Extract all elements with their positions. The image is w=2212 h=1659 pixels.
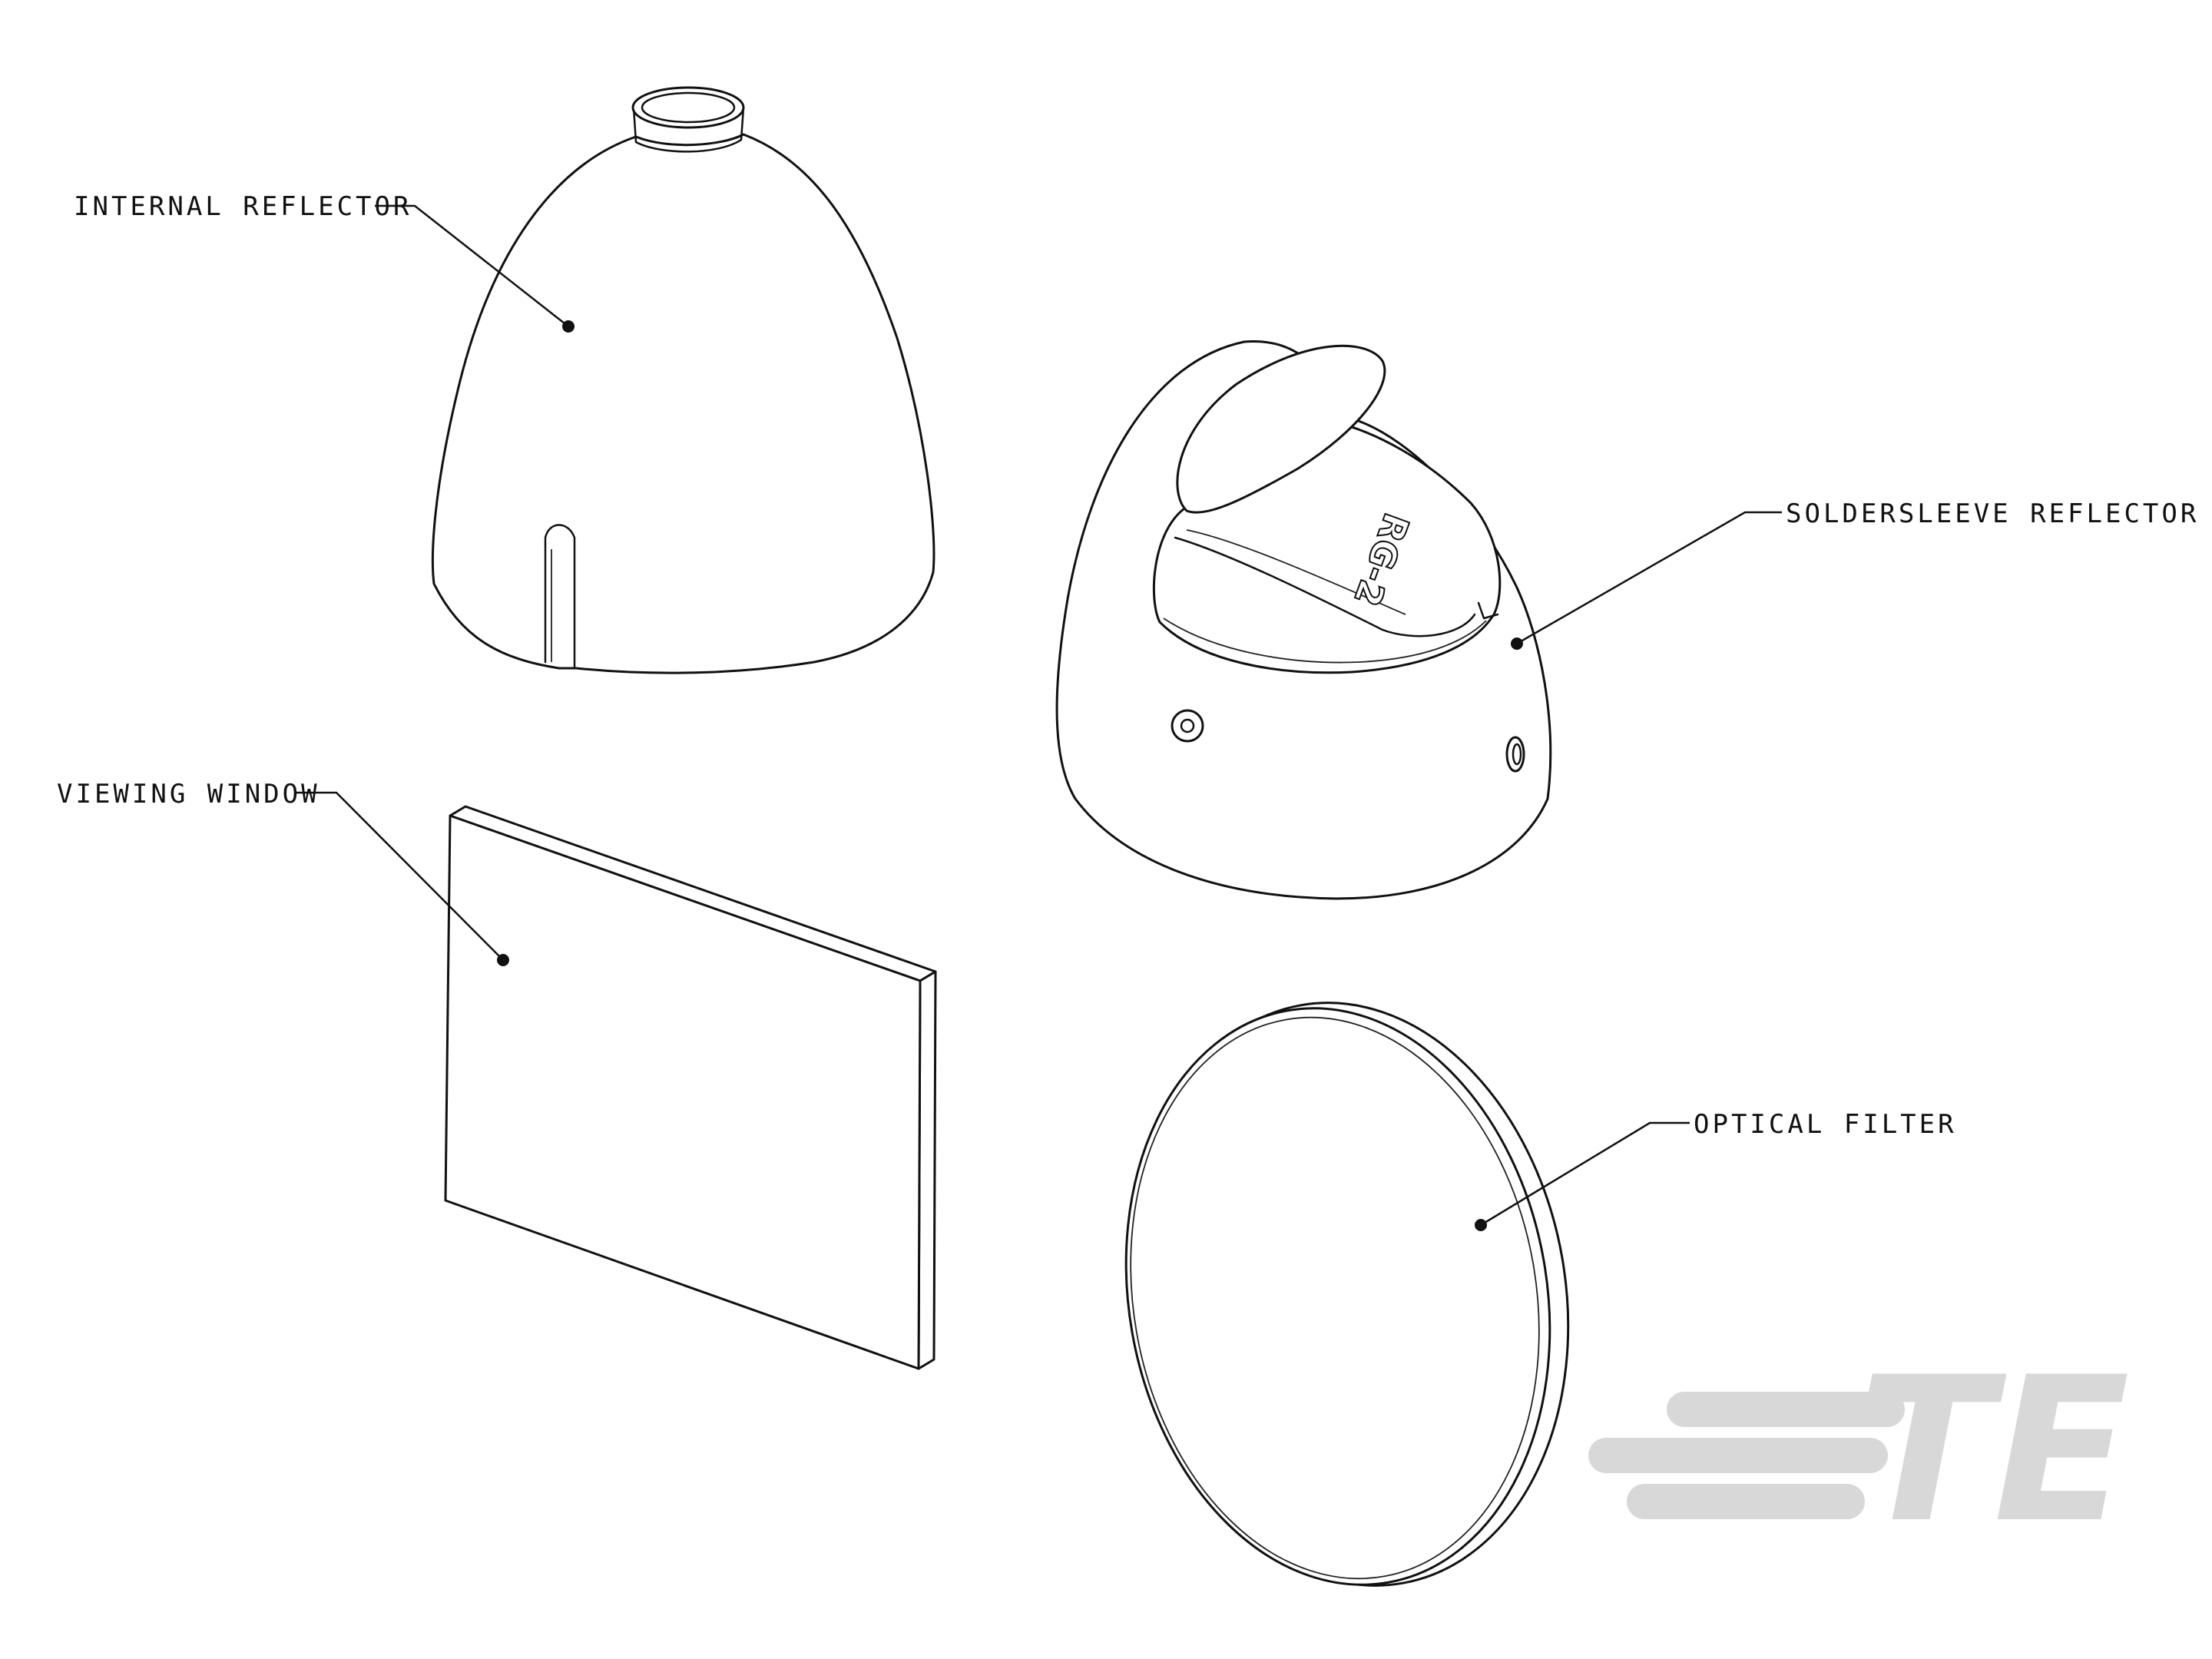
te-logo: TE: [1588, 1335, 2130, 1567]
soldersleeve-hole-left-inner: [1180, 718, 1195, 733]
optical-filter: OPTICAL FILTER: [1124, 1002, 1957, 1587]
soldersleeve-inner-rim: [1163, 618, 1487, 664]
optical-filter-face: [1124, 1007, 1551, 1586]
internal-reflector-body: [431, 133, 935, 674]
optical-filter-leader: [1480, 1121, 1690, 1227]
soldersleeve-reflector-flap: [1176, 344, 1386, 514]
te-logo-bar-middle: [1588, 1438, 1888, 1473]
te-logo-bar-bottom: [1627, 1484, 1865, 1519]
soldersleeve-inner-ledge: [1174, 536, 1476, 637]
internal-reflector-leader: [375, 204, 569, 327]
soldersleeve-inner-ledge-2: [1186, 529, 1406, 615]
soldersleeve-reflector-label: SOLDERSLEEVE REFLECTOR: [1786, 498, 2199, 529]
soldersleeve-rim-notch: [1477, 601, 1499, 620]
soldersleeve-reflector-leader-dot: [1511, 637, 1523, 650]
soldersleeve-hole-right-inner: [1512, 743, 1522, 766]
soldersleeve-reflector: RG-2 SOLDERSLEEVE REFLECTOR: [1055, 339, 2199, 900]
viewing-window-leader-dot: [497, 954, 509, 966]
viewing-window-leader: [296, 791, 504, 961]
optical-filter-leader-dot: [1475, 1219, 1487, 1231]
viewing-window: VIEWING WINDOW: [57, 779, 937, 1370]
internal-reflector-leader-dot: [562, 320, 575, 333]
soldersleeve-hole-left: [1171, 709, 1204, 743]
internal-reflector-slot: [544, 524, 576, 670]
internal-reflector-label: INTERNAL REFLECTOR: [74, 191, 412, 222]
internal-reflector-collar-top: [631, 86, 745, 129]
te-logo-wordmark: TE: [1857, 1335, 2130, 1567]
internal-reflector: INTERNAL REFLECTOR: [74, 86, 935, 674]
optical-filter-rim-inner: [1130, 1016, 1540, 1580]
te-logo-bar-top: [1667, 1392, 1905, 1427]
viewing-window-label: VIEWING WINDOW: [57, 779, 320, 810]
viewing-window-face: [444, 814, 922, 1370]
optical-filter-label: OPTICAL FILTER: [1694, 1109, 1957, 1140]
internal-reflector-collar-inner: [641, 91, 736, 124]
soldersleeve-reflector-leader: [1516, 511, 1782, 645]
viewing-window-side-edge: [917, 970, 937, 1370]
